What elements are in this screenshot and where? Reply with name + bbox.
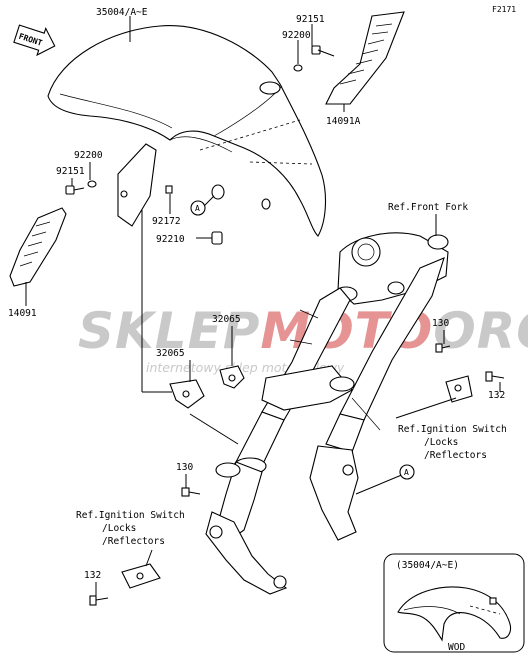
bolt-130-right-icon: [435, 343, 451, 353]
label-bracket-32065-b: 32065: [156, 348, 185, 359]
watermark-brand-1: SKLEP: [78, 302, 260, 360]
label-bracket-32065-a: 32065: [212, 314, 241, 325]
washer-92200-left-icon: [87, 180, 97, 188]
bolt-130-left-icon: [181, 487, 201, 497]
inset-caption: WOD: [448, 642, 465, 653]
label-bolt-92172: 92172: [152, 216, 181, 227]
label-trim-14091A: 14091A: [326, 116, 361, 127]
label-bolt-92151-left: 92151: [56, 166, 85, 177]
front-arrow-icon: FRONT: [13, 24, 56, 57]
label-ref-right-2: /Locks: [424, 437, 458, 448]
bolt-92151-top-icon: [311, 45, 335, 57]
label-bolt-130-left: 130: [176, 462, 193, 473]
trim-14091A: [325, 11, 405, 105]
grommet-icon: [211, 184, 225, 200]
label-ref-right-1: Ref.Ignition Switch: [398, 424, 507, 435]
marker-a-top: A: [190, 200, 206, 216]
svg-text:A: A: [404, 468, 409, 477]
label-bolt-130-right: 130: [432, 318, 449, 329]
label-fender: 35004/A~E: [96, 7, 148, 18]
inset-box: (35004/A~E) WOD: [383, 553, 525, 653]
label-ref-left-3: /Reflectors: [102, 536, 165, 547]
watermark-brand-3: ORO.PL: [433, 302, 528, 360]
inset-title: (35004/A~E): [396, 560, 459, 571]
label-washer-92200-top: 92200: [282, 30, 311, 41]
label-ref-right-3: /Reflectors: [424, 450, 487, 461]
label-ref-front-fork: Ref.Front Fork: [388, 202, 468, 213]
inset-fender: [397, 586, 512, 642]
label-bolt-132-right: 132: [488, 390, 505, 401]
bolt-92151-left-icon: [65, 185, 85, 195]
ignition-bracket-left-icon: [121, 563, 161, 589]
marker-a-bottom: A: [399, 464, 415, 480]
washer-92200-top-icon: [293, 64, 303, 72]
bolt-132-right-icon: [485, 371, 505, 382]
label-clip-92210: 92210: [156, 234, 185, 245]
trim-14091: [9, 207, 67, 287]
leader-lines: [25, 16, 501, 596]
label-ref-left-1: Ref.Ignition Switch: [76, 510, 185, 521]
callout-labels: 35004/A~E 92151 92200 14091A 92200 92151…: [8, 7, 507, 581]
label-washer-92200-left: 92200: [74, 150, 103, 161]
bolt-92172-icon: [165, 185, 173, 194]
front-fork-assembly: [205, 232, 449, 595]
label-bolt-92151-top: 92151: [296, 14, 325, 25]
bracket-32065-a-icon: [219, 365, 245, 389]
bracket-32065-b-icon: [169, 379, 205, 409]
clip-92210-icon: [211, 231, 223, 245]
bolt-132-left-icon: [89, 595, 109, 606]
ignition-bracket-right-icon: [445, 375, 473, 403]
label-ref-left-2: /Locks: [102, 523, 136, 534]
diagram-code: F2171: [492, 5, 516, 14]
front-fender: [47, 25, 326, 237]
label-trim-14091: 14091: [8, 308, 37, 319]
label-bolt-132-left: 132: [84, 570, 101, 581]
svg-text:A: A: [195, 204, 200, 213]
